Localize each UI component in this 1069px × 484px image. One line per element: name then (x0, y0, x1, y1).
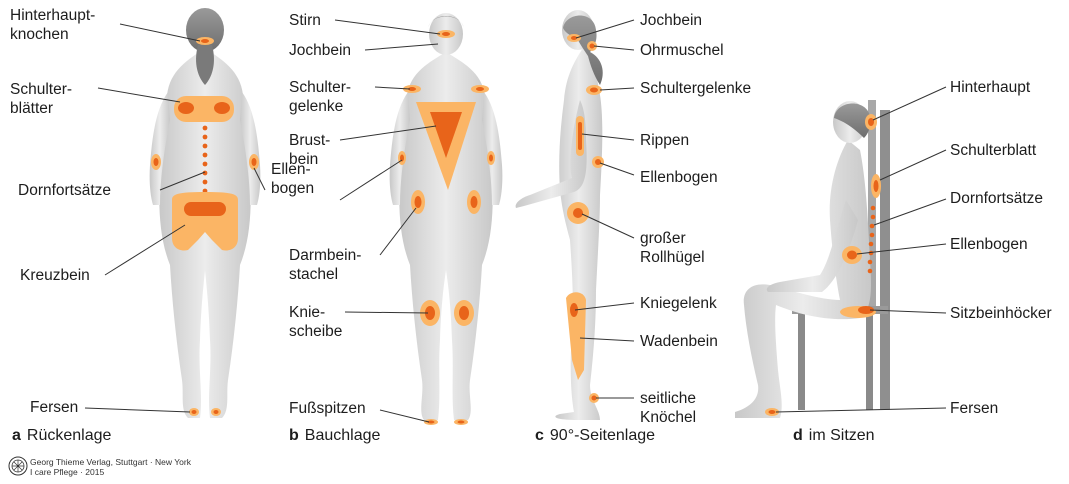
label-fersen-d: Fersen (950, 399, 998, 418)
label-kniescheibe: Knie-scheibe (289, 303, 342, 341)
label-darmbeinstachel: Darmbein-stachel (289, 246, 361, 284)
label-schulterblatt-d: Schulterblatt (950, 141, 1036, 160)
label-schultergelenke-b: Schulter-gelenke (289, 78, 351, 116)
label-jochbein-b: Jochbein (289, 41, 351, 60)
figure-side-view (516, 10, 603, 420)
label-kniegelenk: Kniegelenk (640, 294, 717, 313)
publisher-logo-icon (8, 456, 28, 476)
label-stirn: Stirn (289, 11, 321, 30)
label-ellenbogen-c: Ellenbogen (640, 168, 718, 187)
label-brustbein: Brust-bein (289, 131, 330, 169)
publisher-credit: Georg Thieme Verlag, Stuttgart · New Yor… (30, 457, 191, 477)
label-hinterhaupt-d: Hinterhaupt (950, 78, 1030, 97)
label-fersen-a: Fersen (30, 398, 78, 417)
label-ohrmuschel: Ohrmuschel (640, 41, 724, 60)
label-ellenbogen-d: Ellenbogen (950, 235, 1028, 254)
figure-front-view (390, 13, 503, 420)
label-dornfortsaetze-d: Dornfortsätze (950, 189, 1043, 208)
label-dornfortsaetze-a: Dornfortsätze (18, 181, 111, 200)
label-schultergelenke-c: Schultergelenke (640, 79, 751, 98)
label-schulterblaetter: Schulter-blätter (10, 80, 72, 118)
label-wadenbein: Wadenbein (640, 332, 718, 351)
label-rippen: Rippen (640, 131, 689, 150)
label-hinterhauptknochen: Hinterhaupt-knochen (10, 6, 95, 44)
label-fussspitzen: Fußspitzen (289, 399, 366, 418)
label-kreuzbein: Kreuzbein (20, 266, 90, 285)
label-jochbein-c: Jochbein (640, 11, 702, 30)
label-sitzbeinhoecker: Sitzbeinhöcker (950, 304, 1052, 323)
